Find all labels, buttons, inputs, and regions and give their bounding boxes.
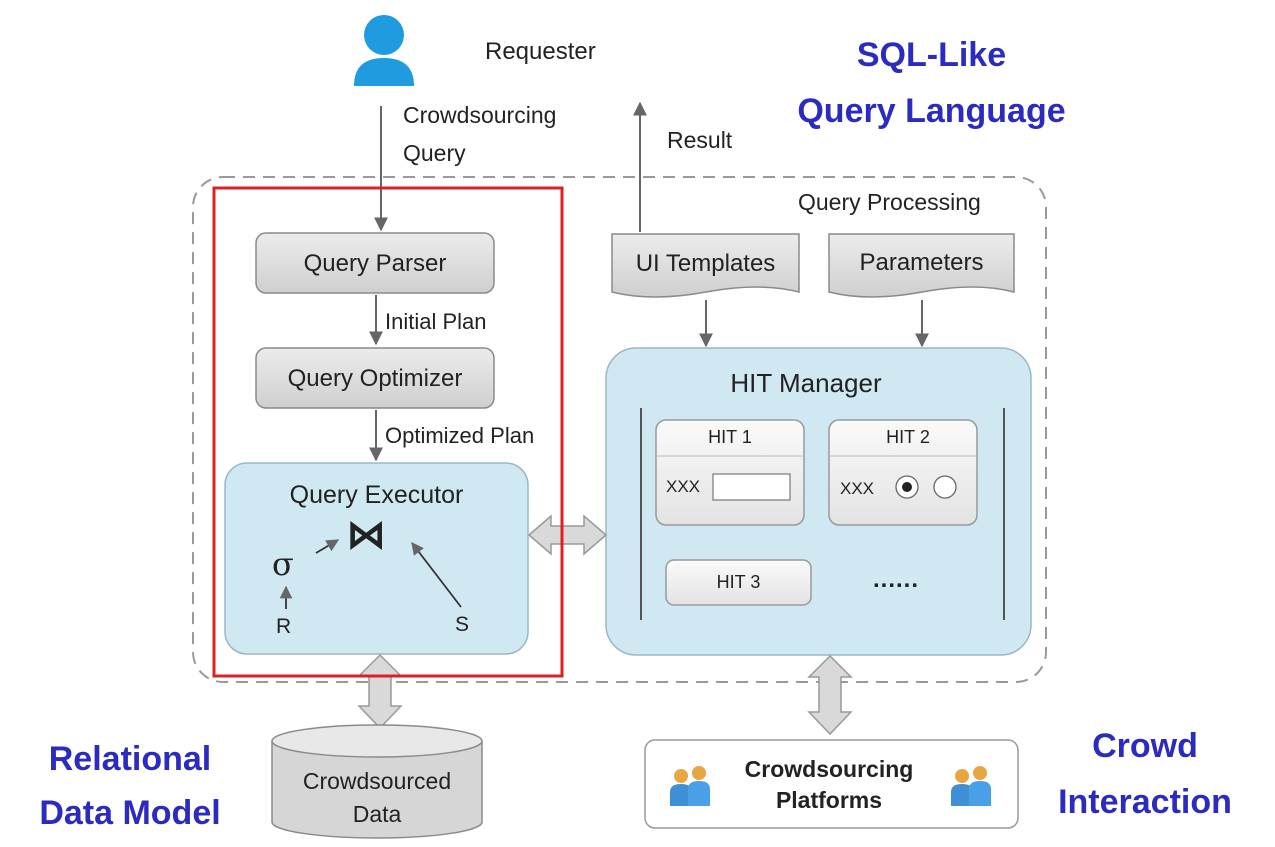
query-optimizer-label: Query Optimizer (287, 365, 463, 392)
result-label: Result (667, 127, 733, 153)
query-processing-region (192, 176, 1047, 683)
hit-platforms-double-arrow (807, 654, 853, 736)
hit-manager-label: HIT Manager (730, 368, 882, 398)
query-parser-box (255, 232, 495, 294)
initial-plan-label: Initial Plan (385, 309, 487, 334)
relational-heading-line2: Data Model (39, 794, 221, 832)
parameters-shape (828, 233, 1015, 298)
relation-r-label: R (276, 615, 292, 638)
hit1-title: HIT 1 (708, 427, 752, 447)
people-icon (951, 766, 991, 806)
relational-heading-line1: Relational (48, 740, 212, 778)
hit3-card (665, 559, 812, 606)
platforms-label-line1: Crowdsourcing (744, 756, 914, 782)
hit2-field-label: XXX (840, 479, 875, 498)
join-symbol: ⋈ (346, 512, 386, 558)
crowdsourced-data-cylinder (271, 724, 483, 839)
ui-templates-shape (611, 233, 800, 298)
crowdsourced-data-label-line2: Data (352, 801, 402, 827)
crowdsourcing-platforms-box (644, 739, 1019, 829)
query-parser-label: Query Parser (303, 250, 447, 277)
hit2-card (828, 419, 978, 526)
platforms-label-line2: Platforms (775, 787, 883, 813)
ui-templates-label: UI Templates (635, 250, 776, 277)
crowdsourcing-query-label-line1: Crowdsourcing (403, 102, 557, 128)
query-processing-label: Query Processing (798, 189, 981, 215)
query-executor-box (224, 462, 529, 655)
crowd-heading-line1: Crowd (1092, 727, 1198, 765)
s-to-join-arrow (411, 541, 462, 608)
executor-hit-double-arrow (527, 514, 608, 556)
hit3-title: HIT 3 (716, 572, 761, 592)
crowdsourcing-query-label-line2: Query (403, 140, 466, 166)
more-hits-ellipsis: ...... (873, 566, 920, 593)
crowd-heading-line2: Interaction (1058, 783, 1232, 821)
query-optimizer-box (255, 347, 495, 409)
sql-heading-line2: Query Language (797, 92, 1066, 130)
relation-s-label: S (455, 613, 470, 636)
crowdsourced-data-label-line1: Crowdsourced (302, 768, 452, 794)
hit2-radio-empty (933, 475, 957, 499)
query-executor-label: Query Executor (289, 481, 464, 509)
optimized-plan-label: Optimized Plan (385, 423, 535, 448)
requester-label: Requester (485, 38, 596, 65)
executor-data-double-arrow (357, 653, 403, 730)
sql-heading-line1: SQL-Like (856, 36, 1007, 74)
people-icon (670, 766, 710, 806)
highlight-frame (212, 186, 564, 678)
hit1-text-field (712, 473, 791, 501)
sigma-to-join-arrow (315, 539, 340, 554)
hit1-field-label: XXX (666, 477, 701, 496)
hit2-title: HIT 2 (886, 427, 930, 447)
parameters-label: Parameters (859, 249, 984, 276)
user-icon (354, 15, 414, 86)
sigma-symbol: σ (272, 545, 294, 583)
